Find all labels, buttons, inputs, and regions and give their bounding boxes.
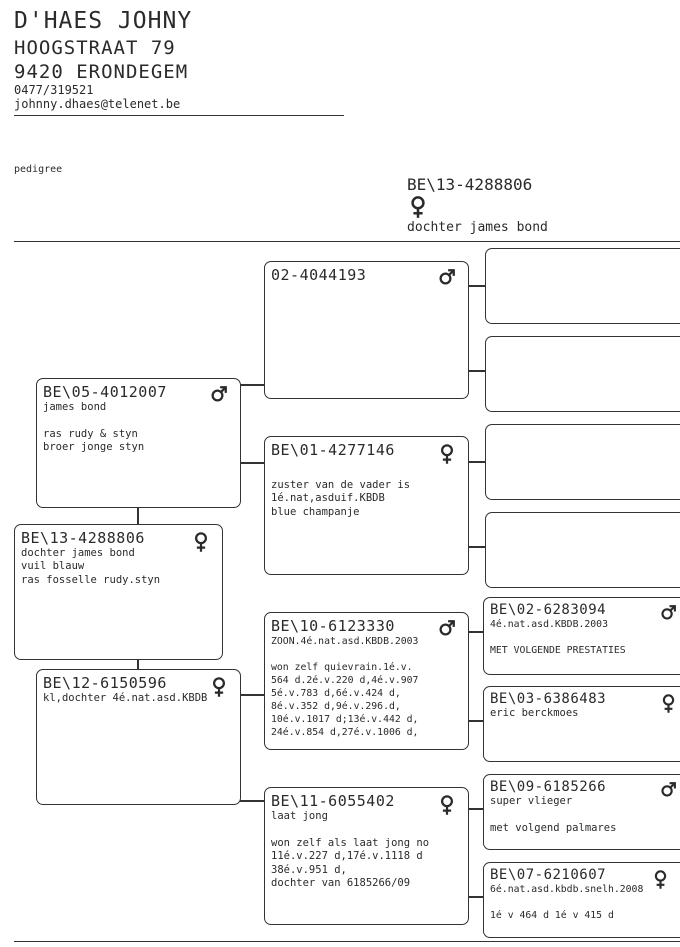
pedigree-box-ggp-7: BE\09-6185266 super vlieger met volgend … (483, 774, 680, 850)
bird-info: laat jong won zelf als laat jong no 11é.… (271, 810, 430, 890)
pedigree-box-ggp-2 (485, 336, 680, 412)
male-symbol-icon (211, 386, 227, 402)
sex-icon (660, 693, 677, 718)
female-symbol-icon (213, 677, 225, 697)
connector-root-dam (137, 660, 139, 669)
bird-info: eric berckmoes (490, 707, 579, 719)
sex-icon (438, 619, 456, 641)
bird-info: kl,dochter 4é.nat.asd.KBDB (43, 692, 208, 704)
pedigree-box-sire-sire: 02-4044193 (264, 261, 469, 399)
female-symbol-icon (411, 196, 425, 218)
connector-root-sire (137, 508, 139, 524)
male-symbol-icon (439, 269, 455, 285)
breeder-city: 9420 ERONDEGEM (14, 61, 189, 83)
connector-sire-sd (240, 462, 264, 464)
bird-info: super vlieger met volgend palmares (490, 795, 617, 834)
connector-dd-ggp7 (468, 808, 485, 810)
pedigree-box-ggp-4 (485, 512, 680, 588)
connector-ds-ggp6 (468, 720, 485, 722)
pedigree-box-dam: BE\12-6150596 kl,dochter 4é.nat.asd.KBDB (36, 669, 241, 805)
ring-number: BE\13-4288806 (21, 529, 145, 547)
ring-number: BE\11-6055402 (271, 792, 395, 810)
pedigree-box-ggp-6: BE\03-6386483 eric berckmoes (483, 686, 680, 762)
male-symbol-icon (661, 605, 676, 620)
pedigree-box-sire-dam: BE\01-4277146 zuster van de vader is 1é.… (264, 436, 469, 575)
connector-sire-ss (240, 384, 264, 386)
connector-dam-ds (240, 694, 264, 696)
ring-number: 02-4044193 (271, 266, 367, 284)
bottom-divider (14, 941, 680, 942)
bird-info: james bond ras rudy & styn broer jonge s… (43, 401, 145, 454)
female-symbol-icon (654, 870, 667, 889)
sex-icon (192, 531, 210, 557)
ring-number: BE\01-4277146 (271, 441, 395, 459)
ring-number: BE\07-6210607 (490, 867, 607, 883)
subject-ring-number: BE\13-4288806 (407, 175, 533, 194)
pedigree-box-dam-sire: BE\10-6123330 ZOON.4é.nat.asd.KBDB.2003 … (264, 612, 469, 750)
breeder-name: D'HAES JOHNY (14, 8, 193, 34)
bird-info: 4é.nat.asd.KBDB.2003 MET VOLGENDE PRESTA… (490, 619, 626, 656)
sex-icon (660, 781, 677, 802)
ring-number: BE\02-6283094 (490, 602, 607, 618)
pedigree-box-sire: BE\05-4012007 james bond ras rudy & styn… (36, 378, 241, 508)
bird-info: zuster van de vader is 1é.nat,asduif.KBD… (271, 479, 411, 518)
pedigree-box-ggp-1 (485, 248, 680, 324)
connector-dd-ggp8 (468, 896, 485, 898)
pedigree-box-dam-dam: BE\11-6055402 laat jong won zelf als laa… (264, 787, 469, 925)
pedigree-box-ggp-3 (485, 424, 680, 500)
ring-number: BE\10-6123330 (271, 617, 395, 635)
male-symbol-icon (439, 620, 455, 636)
ring-number: BE\05-4012007 (43, 383, 167, 401)
connector-sd-ggp3 (468, 461, 485, 463)
sex-icon (438, 794, 456, 820)
ring-number: BE\03-6386483 (490, 691, 607, 707)
sex-icon (210, 385, 228, 407)
subject-name: dochter james bond (407, 220, 548, 235)
sex-icon (438, 268, 456, 290)
connector-ss-ggp2 (468, 370, 485, 372)
sex-icon (438, 443, 456, 469)
connector-dam-dd (240, 800, 264, 802)
sex-icon (652, 869, 669, 894)
breeder-street: HOOGSTRAAT 79 (14, 37, 176, 59)
bird-info: 6é.nat.asd.kbdb.snelh.2008 1é v 464 d 1é… (490, 884, 644, 921)
sex-icon (660, 604, 677, 625)
connector-sd-ggp4 (468, 546, 485, 548)
sex-icon (210, 676, 228, 702)
female-symbol-icon (195, 532, 207, 552)
pedigree-label: pedigree (14, 164, 63, 175)
header-underline (14, 115, 344, 116)
female-symbol-icon (662, 694, 675, 713)
subject-sex-icon (408, 195, 428, 223)
bird-info: dochter james bond vuil blauw ras fossel… (21, 547, 161, 586)
ring-number: BE\12-6150596 (43, 674, 167, 692)
pedigree-box-ggp-8: BE\07-6210607 6é.nat.asd.kbdb.snelh.2008… (483, 862, 680, 938)
connector-ss-ggp1 (468, 285, 485, 287)
male-symbol-icon (661, 782, 676, 797)
breeder-phone: 0477/319521 (14, 83, 94, 97)
breeder-email[interactable]: johnny.dhaes@telenet.be (14, 97, 181, 111)
connector-ds-ggp5 (468, 631, 485, 633)
pedigree-box-ggp-5: BE\02-6283094 4é.nat.asd.KBDB.2003 MET V… (483, 597, 680, 675)
pedigree-box-root: BE\13-4288806 dochter james bond vuil bl… (14, 524, 223, 660)
top-divider (14, 241, 680, 242)
female-symbol-icon (441, 444, 453, 464)
female-symbol-icon (441, 795, 453, 815)
ring-number: BE\09-6185266 (490, 779, 607, 795)
bird-info: ZOON.4é.nat.asd.KBDB.2003 won zelf quiev… (271, 636, 419, 738)
